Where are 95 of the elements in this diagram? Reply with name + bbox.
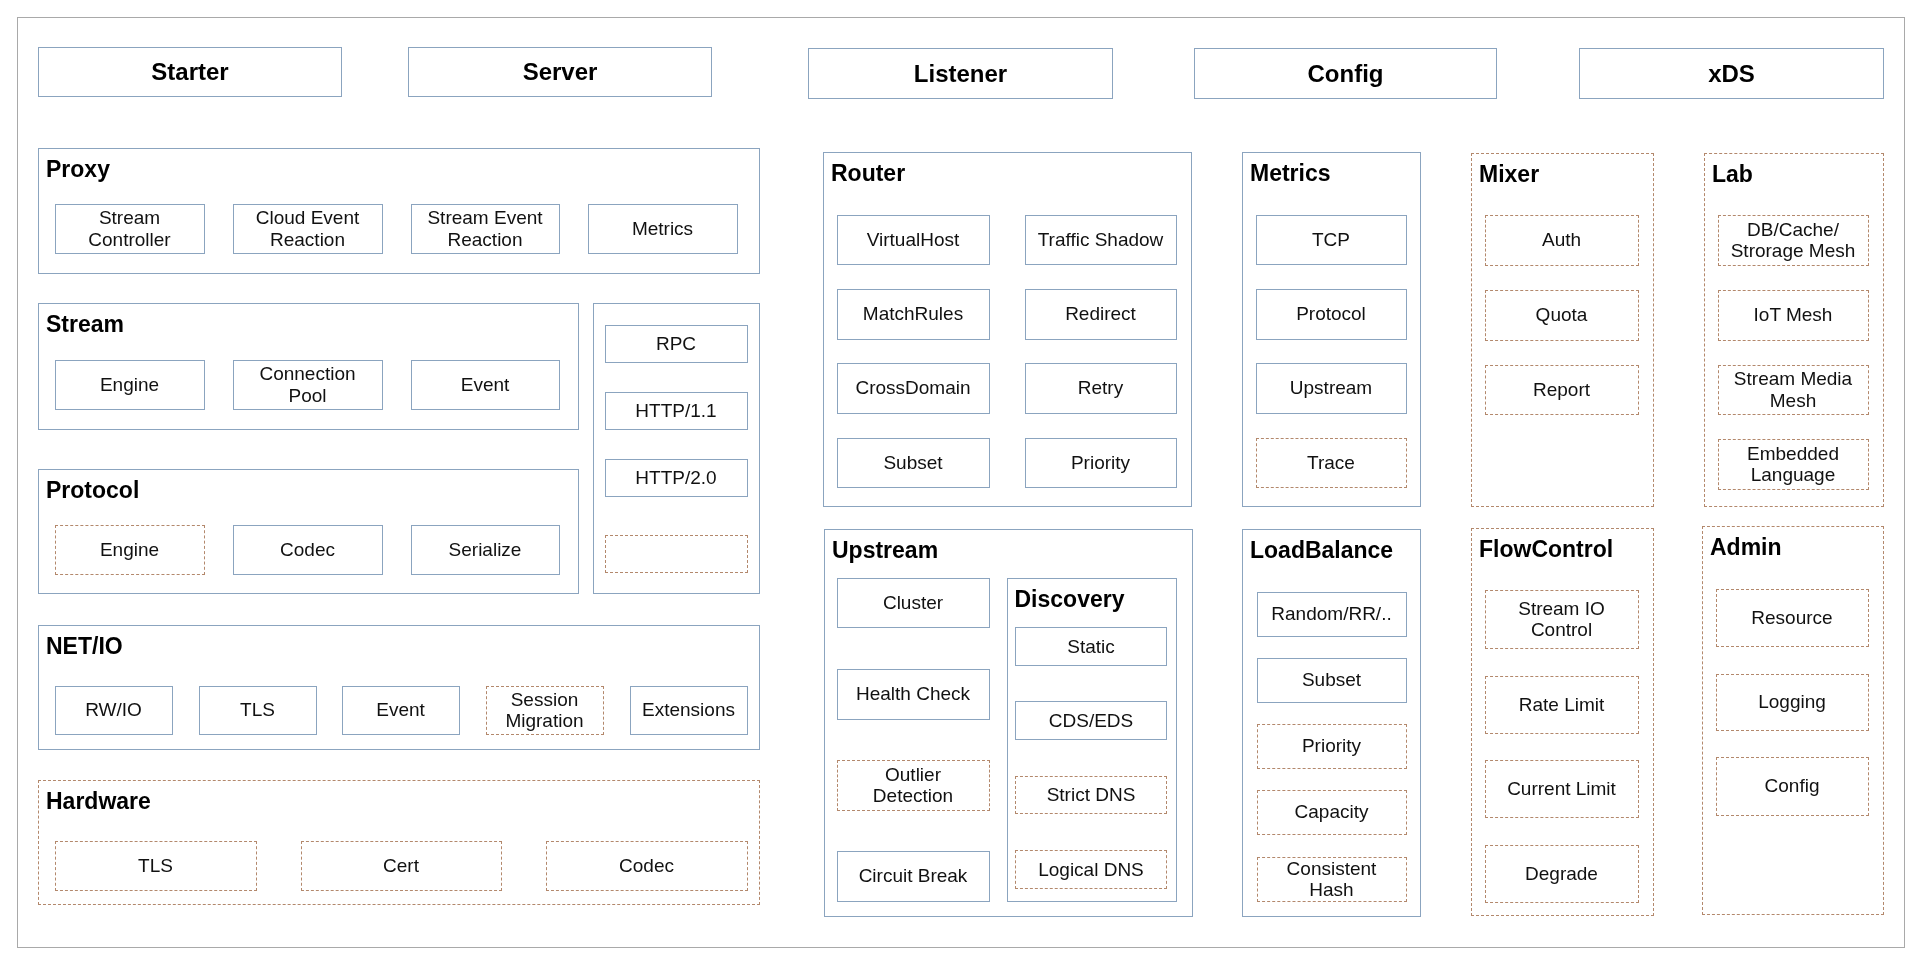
component-box: CDS/EDS <box>1015 701 1167 740</box>
component-box: Subset <box>1256 657 1407 703</box>
component-box: Stream Event Reaction <box>410 203 560 254</box>
component-box: Codec <box>232 524 383 575</box>
panel-title: NET/IO <box>46 633 123 661</box>
component-box: Redirect <box>1024 288 1177 340</box>
layer-panel <box>1242 529 1421 917</box>
component-box: MatchRules <box>836 288 990 340</box>
component-box: Cloud Event Reaction <box>232 203 383 254</box>
panel-title: Protocol <box>46 477 140 505</box>
component-box: Strict DNS <box>1015 776 1167 814</box>
layer-panel <box>593 303 760 594</box>
module-box: Server <box>408 47 712 97</box>
component-box: Health Check <box>836 668 990 720</box>
component-box: Cert <box>300 840 502 891</box>
component-box: Stream IO Control <box>1484 589 1639 649</box>
component-box: Cluster <box>836 577 990 628</box>
component-box: Upstream <box>1255 362 1407 414</box>
component-box: Report <box>1484 364 1639 415</box>
component-box: Trace <box>1255 437 1407 488</box>
layer-panel <box>1704 153 1884 507</box>
component-box: Degrade <box>1484 844 1639 903</box>
component-box: Quota <box>1484 289 1639 341</box>
module-box: Starter <box>38 47 342 97</box>
component-box: RW/IO <box>54 685 173 735</box>
component-box: TLS <box>198 685 317 735</box>
component-box: Extensions <box>629 685 748 735</box>
component-box: Stream Media Mesh <box>1717 364 1869 415</box>
component-box: Consistent Hash <box>1256 856 1407 902</box>
layer-panel <box>38 303 579 430</box>
layer-panel <box>824 529 1193 917</box>
module-box: Listener <box>808 48 1113 99</box>
component-box: Random/RR/.. <box>1256 591 1407 637</box>
component-box: IoT Mesh <box>1717 289 1869 341</box>
panel-title: LoadBalance <box>1250 537 1394 565</box>
layer-panel <box>1471 153 1654 507</box>
component-box: HTTP/1.1 <box>604 391 748 430</box>
panel-title: Router <box>831 160 906 188</box>
panel-title: Metrics <box>1250 160 1331 188</box>
component-box: HTTP/2.0 <box>604 458 748 497</box>
component-box: RPC <box>604 324 748 363</box>
component-box: DB/Cache/ Strorage Mesh <box>1717 214 1869 266</box>
component-box: Static <box>1015 627 1167 666</box>
component-box: Logging <box>1715 673 1869 731</box>
component-box: Connection Pool <box>232 359 383 410</box>
component-box: Stream Controller <box>54 203 205 254</box>
panel-title: Admin <box>1710 534 1782 562</box>
layer-panel <box>1702 526 1884 915</box>
component-box: Auth <box>1484 214 1639 266</box>
component-box: TLS <box>54 840 257 891</box>
layer-panel <box>38 780 760 905</box>
module-box: xDS <box>1579 48 1884 99</box>
component-box: Priority <box>1024 437 1177 488</box>
layer-panel <box>1242 152 1421 507</box>
component-box: Priority <box>1256 723 1407 769</box>
component-box: Engine <box>54 359 205 410</box>
layer-panel <box>823 152 1192 507</box>
component-box: Embedded Language <box>1717 438 1869 490</box>
panel-title: FlowControl <box>1479 536 1614 564</box>
component-box: Outlier Detection <box>836 759 990 811</box>
panel-title: Mixer <box>1479 161 1540 189</box>
component-box: Codec <box>545 840 748 891</box>
component-box: Logical DNS <box>1015 850 1167 889</box>
component-box: Resource <box>1715 588 1869 647</box>
component-box: Retry <box>1024 362 1177 414</box>
component-box: Protocol <box>1255 288 1407 340</box>
layer-panel <box>1006 577 1177 902</box>
panel-title: Upstream <box>832 537 939 565</box>
component-box: Serialize <box>410 524 560 575</box>
layer-panel <box>38 148 760 274</box>
module-box: Config <box>1194 48 1497 99</box>
panel-title: Proxy <box>46 156 110 184</box>
component-box: Engine <box>54 524 205 575</box>
component-box: Rate Limit <box>1484 675 1639 734</box>
panel-title: Lab <box>1712 161 1753 189</box>
panel-title: Hardware <box>46 788 151 816</box>
component-box: CrossDomain <box>836 362 990 414</box>
component-box: Current Limit <box>1484 759 1639 818</box>
component-box: TCP <box>1255 214 1407 265</box>
component-box: Traffic Shadow <box>1024 214 1177 265</box>
layer-panel <box>38 625 760 750</box>
panel-title: Discovery <box>1014 585 1125 614</box>
panel-title: Stream <box>46 311 124 339</box>
layer-panel <box>38 469 579 594</box>
component-box: Subset <box>836 437 990 488</box>
layer-panel <box>1471 528 1654 916</box>
blank-box <box>604 534 748 573</box>
component-box: Config <box>1715 756 1869 816</box>
component-box: Session Migration <box>485 685 604 735</box>
component-box: Metrics <box>587 203 738 254</box>
component-box: Capacity <box>1256 789 1407 835</box>
component-box: Event <box>410 359 560 410</box>
component-box: Event <box>341 685 460 735</box>
component-box: VirtualHost <box>836 214 990 265</box>
component-box: Circuit Break <box>836 850 990 902</box>
